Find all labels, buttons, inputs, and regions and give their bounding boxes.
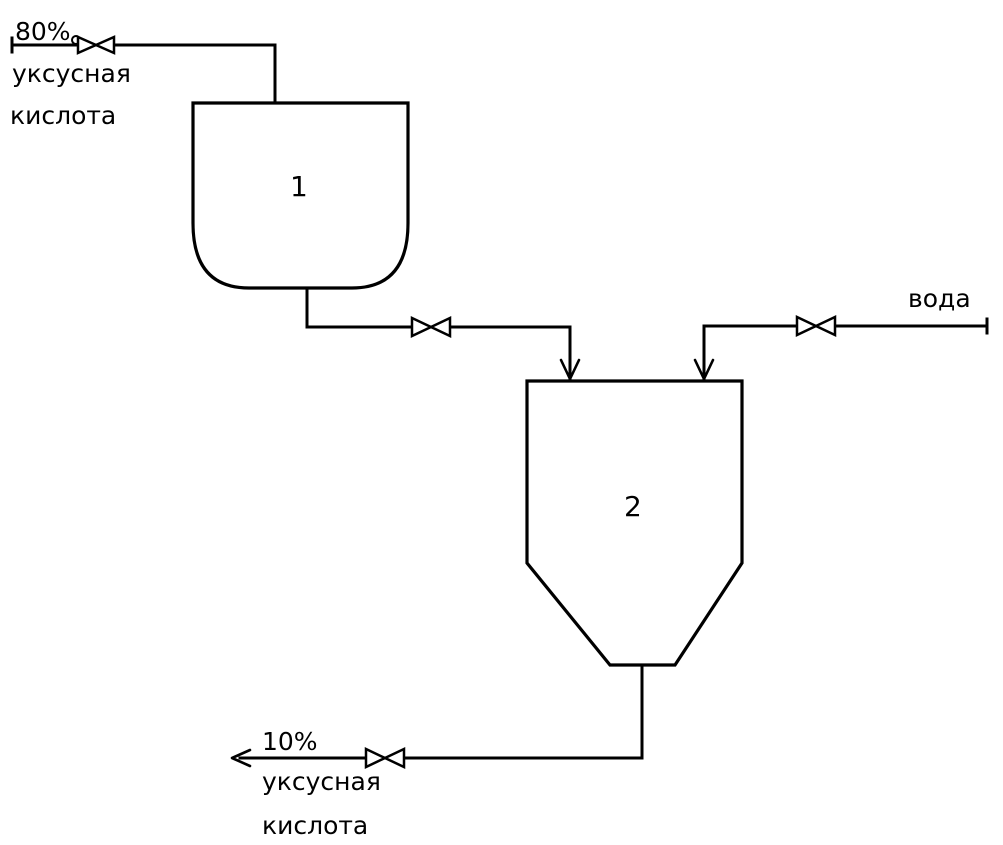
vessel-2-number: 2 — [624, 490, 642, 523]
water-inflow-arrow-icon — [693, 358, 715, 381]
feed-percent-label: 80% — [15, 17, 71, 46]
product-name-line2: кислота — [262, 811, 368, 840]
water-valve-icon[interactable] — [795, 315, 837, 337]
product-name-line1: уксусная — [262, 767, 381, 796]
acid-feed-valve-icon[interactable] — [76, 35, 116, 55]
transfer-valve-icon[interactable] — [410, 316, 452, 338]
vessel1-to-vessel2-pipe — [305, 286, 572, 380]
vessel-1-number: 1 — [290, 170, 308, 203]
feed-name-line2: кислота — [10, 101, 116, 130]
feed-name-line1: уксусная — [12, 59, 131, 88]
water-label: вода — [908, 284, 971, 313]
vessel-2 — [525, 379, 744, 667]
inflow-arrow-icon — [559, 358, 581, 381]
product-valve-icon[interactable] — [364, 747, 406, 769]
outflow-arrow-icon — [230, 748, 252, 768]
water-feed-pipe — [702, 324, 989, 380]
vessel-1 — [191, 101, 410, 290]
product-percent-label: 10% — [262, 727, 318, 756]
